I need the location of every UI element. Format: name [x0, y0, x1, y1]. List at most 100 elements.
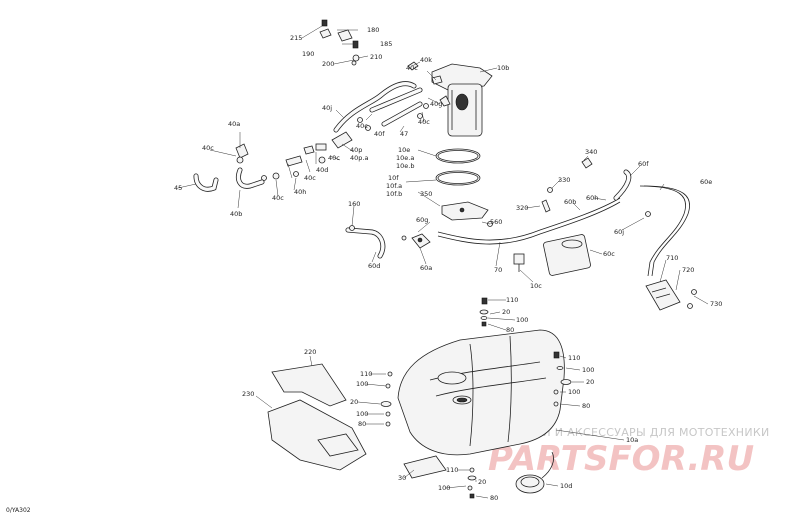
fastener-stack-bottom [467, 467, 477, 499]
callout-100-3: 100 [356, 410, 368, 418]
callout-60a: 60a [420, 264, 432, 272]
callout-10a: 10a [626, 436, 638, 444]
callout-20-2: 20 [350, 398, 358, 406]
fuel-filter-fittings [261, 131, 353, 181]
callout-215: 215 [290, 34, 302, 42]
fuel-pump-module [407, 61, 493, 137]
callout-110-3: 110 [568, 354, 580, 362]
vent-hose-60d [345, 225, 386, 259]
callout-60c: 60c [603, 250, 615, 258]
valve-60a [401, 233, 431, 249]
callout-40p-a: 40p.a [350, 154, 368, 162]
callout-80-4: 80 [490, 494, 498, 502]
callout-100-4: 100 [582, 366, 594, 374]
module-710 [645, 279, 697, 311]
callout-40k: 40k [420, 56, 432, 64]
callout-100-2: 100 [356, 380, 368, 388]
callout-100-5: 100 [568, 388, 580, 396]
callout-20-4: 20 [478, 478, 486, 486]
callout-10f: 10f [388, 174, 399, 182]
callout-45: 45 [174, 184, 182, 192]
o-rings [435, 148, 481, 186]
leader-lines [177, 25, 709, 499]
callout-160: 160 [348, 200, 360, 208]
fastener-stack-top [479, 297, 489, 327]
callout-110-4: 110 [446, 466, 458, 474]
callout-40b: 40b [230, 210, 242, 218]
callout-10f-b: 10f.b [386, 190, 402, 198]
callout-40f: 40f [374, 130, 385, 138]
callout-labels: 215 190 180 185 200 210 40k 10b 40c 40g … [174, 26, 722, 502]
callout-210: 210 [370, 53, 382, 61]
callout-40c-1: 40c [406, 64, 418, 72]
callout-40a: 40a [228, 120, 240, 128]
callout-10d: 10d [560, 482, 572, 490]
callout-40c-7: 40c [272, 194, 284, 202]
callout-710: 710 [666, 254, 678, 262]
callout-330: 330 [558, 176, 570, 184]
callout-40c-4: 40c [202, 144, 214, 152]
callout-20-3: 20 [586, 378, 594, 386]
fastener-group-top [319, 19, 360, 66]
watermark-logo: PARTSFOR.RU [488, 439, 754, 479]
callout-200: 200 [322, 60, 334, 68]
callout-560: 560 [490, 218, 502, 226]
callout-60b: 60b [564, 198, 576, 206]
connector-10c [513, 253, 525, 272]
callout-20-1: 20 [502, 308, 510, 316]
callout-40c-2: 40c [356, 122, 368, 130]
callout-10f-a: 10f.a [386, 182, 402, 190]
callout-10b: 10b [497, 64, 509, 72]
callout-320: 320 [516, 204, 528, 212]
callout-100-1: 100 [516, 316, 528, 324]
diagram-code: 0/YA302 [6, 507, 31, 514]
callout-110-1: 110 [506, 296, 518, 304]
callout-10e: 10e [398, 146, 410, 154]
callout-80-1: 80 [506, 326, 514, 334]
evap-canister-system [437, 157, 690, 277]
callout-70: 70 [494, 266, 502, 274]
callout-230: 230 [242, 390, 254, 398]
callout-47: 47 [400, 130, 408, 138]
callout-350: 350 [420, 190, 432, 198]
callout-40j: 40j [322, 104, 332, 112]
fastener-stack-right [553, 351, 572, 407]
callout-30: 30 [398, 474, 406, 482]
callout-10e-b: 10e.b [396, 162, 414, 170]
callout-185: 185 [380, 40, 392, 48]
callout-40g: 40g [430, 100, 442, 108]
callout-40h: 40h [294, 188, 306, 196]
callout-80-2: 80 [358, 420, 366, 428]
callout-220: 220 [304, 348, 316, 356]
callout-720: 720 [682, 266, 694, 274]
callout-10e-a: 10e.a [396, 154, 414, 162]
callout-60g: 60g [416, 216, 428, 224]
callout-40c-3: 40c [418, 118, 430, 126]
callout-40c-5: 40c [328, 154, 340, 162]
callout-110-2: 110 [360, 370, 372, 378]
callout-180: 180 [367, 26, 379, 34]
callout-60f: 60f [638, 160, 649, 168]
callout-60h: 60h [586, 194, 598, 202]
callout-100-6: 100 [438, 484, 450, 492]
callout-40p: 40p [350, 146, 362, 154]
callout-80-3: 80 [582, 402, 590, 410]
callout-340: 340 [585, 148, 597, 156]
fuel-cap [515, 451, 554, 494]
callout-60d: 60d [368, 262, 380, 270]
callout-190: 190 [302, 50, 314, 58]
heat-shields [267, 363, 367, 471]
callout-730: 730 [710, 300, 722, 308]
fastener-stack-left [380, 371, 393, 427]
callout-40c-6: 40c [304, 174, 316, 182]
fuel-tank [397, 329, 565, 456]
callout-60j: 60j [614, 228, 624, 236]
callout-40d: 40d [316, 166, 328, 174]
retaining-plate [441, 201, 493, 227]
pad-30 [403, 455, 447, 479]
fuel-hoses-upper [333, 81, 429, 133]
callout-10c: 10c [530, 282, 542, 290]
watermark-text: ЗАПЧАСТИ И АКСЕССУАРЫ ДЛЯ МОТОТЕХНИКИ [488, 426, 770, 439]
